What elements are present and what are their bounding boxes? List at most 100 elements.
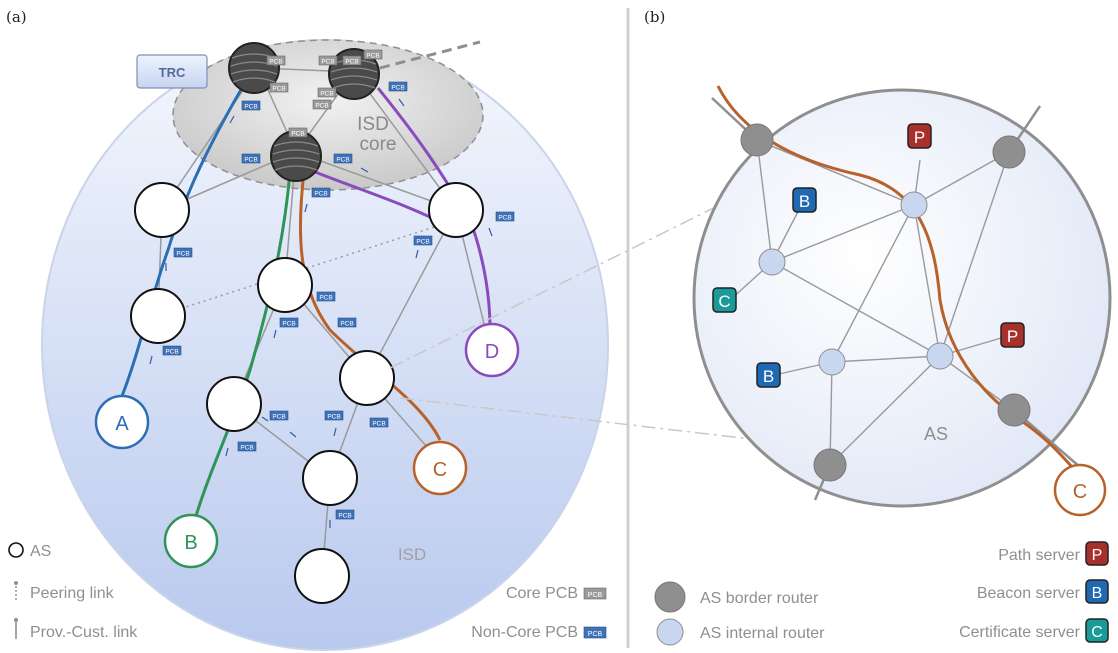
legend-beacon-server-label: Beacon server [977,585,1081,602]
panel-a-label: (a) [6,8,27,26]
internal-router [818,348,846,376]
path-a [120,87,244,397]
legend-path-server-icon [1085,541,1109,566]
cert-server-icon [712,287,737,313]
path-server-label: P [1007,327,1018,346]
legend-core-pcb-icon: PCB [583,587,607,600]
svg-text:PCB: PCB [291,131,304,138]
as-node [134,182,190,238]
svg-text:PCB: PCB [244,104,257,111]
noncore-pcb-tags: PCB PCB PCB PCB PCB PCB PCB PCB PCB PCB … [162,81,515,520]
servers: P P B B C [712,123,1025,388]
svg-text:PCB: PCB [269,59,282,66]
svg-text:PCB: PCB [244,157,257,164]
legend-peering-icon [14,581,18,601]
svg-text:B: B [1092,585,1103,602]
cert-server-label: C [718,292,730,311]
trc-label: TRC [159,65,186,80]
svg-text:P: P [1092,547,1103,564]
path-server-icon [907,123,932,149]
svg-text:PCB: PCB [366,53,379,60]
border-router [813,448,847,482]
svg-text:PCB: PCB [327,414,340,421]
as-d-node [464,322,520,378]
legend-cert-server-icon [1085,618,1109,643]
svg-text:PCB: PCB [321,59,334,66]
border-router [740,123,774,157]
svg-text:PCB: PCB [498,215,511,222]
as-nodes [130,182,484,604]
as-zoom-label: AS [924,424,948,444]
legend-path-server-label: Path server [998,547,1080,564]
path-server-label: P [914,128,925,147]
border-routers [740,123,1031,482]
core-pcb-tags: PCB PCB PCB PCB PCB PCB PCB PCB [266,49,383,138]
panel-a: (a) [6,8,609,651]
as-node [428,182,484,238]
panel-b-label: (b) [644,8,665,26]
as-b-node [163,513,219,569]
legend-provcust-icon [14,618,18,639]
svg-text:PCB: PCB [272,86,285,93]
path-c [298,171,442,441]
svg-text:PCB: PCB [588,592,603,599]
svg-text:PCB: PCB [338,513,351,520]
legend-core-pcb-label: Core PCB [506,585,578,602]
legend-internal-router-icon [656,618,684,646]
as-c-label: C [433,459,447,481]
svg-text:PCB: PCB [340,321,353,328]
svg-text:PCB: PCB [588,631,603,638]
beacon-server-label: B [799,192,810,211]
isd-label: ISD [398,545,426,564]
as-node [206,376,262,432]
path-b [194,171,292,517]
as-b-label: B [184,532,197,554]
as-c-zoom-label: C [1073,481,1087,503]
legend-noncore-pcb-icon: PCB [583,626,607,639]
internal-router [900,191,928,219]
as-node [130,288,186,344]
isd-core-label-2: core [360,134,397,155]
legend-cert-server-label: Certificate server [959,624,1081,641]
as-d-label: D [485,341,499,363]
legend-as-icon [8,542,24,558]
legend-beacon-server-icon [1085,579,1109,604]
as-node [302,450,358,506]
as-node [339,350,395,406]
svg-text:PCB: PCB [336,157,349,164]
svg-text:PCB: PCB [391,85,404,92]
svg-text:PCB: PCB [282,321,295,328]
internal-router [758,248,786,276]
svg-text:PCB: PCB [314,191,327,198]
as-node [257,257,313,313]
legend-provcust-label: Prov.-Cust. link [30,624,138,641]
as-a-node [94,394,150,450]
internal-router [926,342,954,370]
as-c-node [412,440,468,496]
border-router [992,135,1026,169]
legend-a: AS Peering link Prov.-Cust. link Core PC… [8,542,607,641]
legend-border-router-label: AS border router [700,590,819,607]
legend-b: AS border router AS internal router Path… [654,541,1109,646]
legend-internal-router-label: AS internal router [700,625,825,642]
svg-text:PCB: PCB [272,414,285,421]
beacon-server-label: B [763,367,774,386]
svg-text:PCB: PCB [165,349,178,356]
svg-text:PCB: PCB [345,59,358,66]
legend-border-router-icon [654,581,686,613]
svg-text:PCB: PCB [315,103,328,110]
as-node [294,548,350,604]
core-as-node [270,130,322,182]
trc-box [136,54,208,89]
svg-text:PCB: PCB [319,295,332,302]
pcb-arrows [149,98,493,528]
border-router [997,393,1031,427]
isd-core-label-1: ISD [357,114,389,135]
legend-as-label: AS [30,543,51,560]
path-server-icon [1000,322,1025,348]
svg-text:PCB: PCB [372,421,385,428]
beacon-server-icon [792,187,817,213]
internal-routers [758,191,954,376]
svg-text:PCB: PCB [240,445,253,452]
